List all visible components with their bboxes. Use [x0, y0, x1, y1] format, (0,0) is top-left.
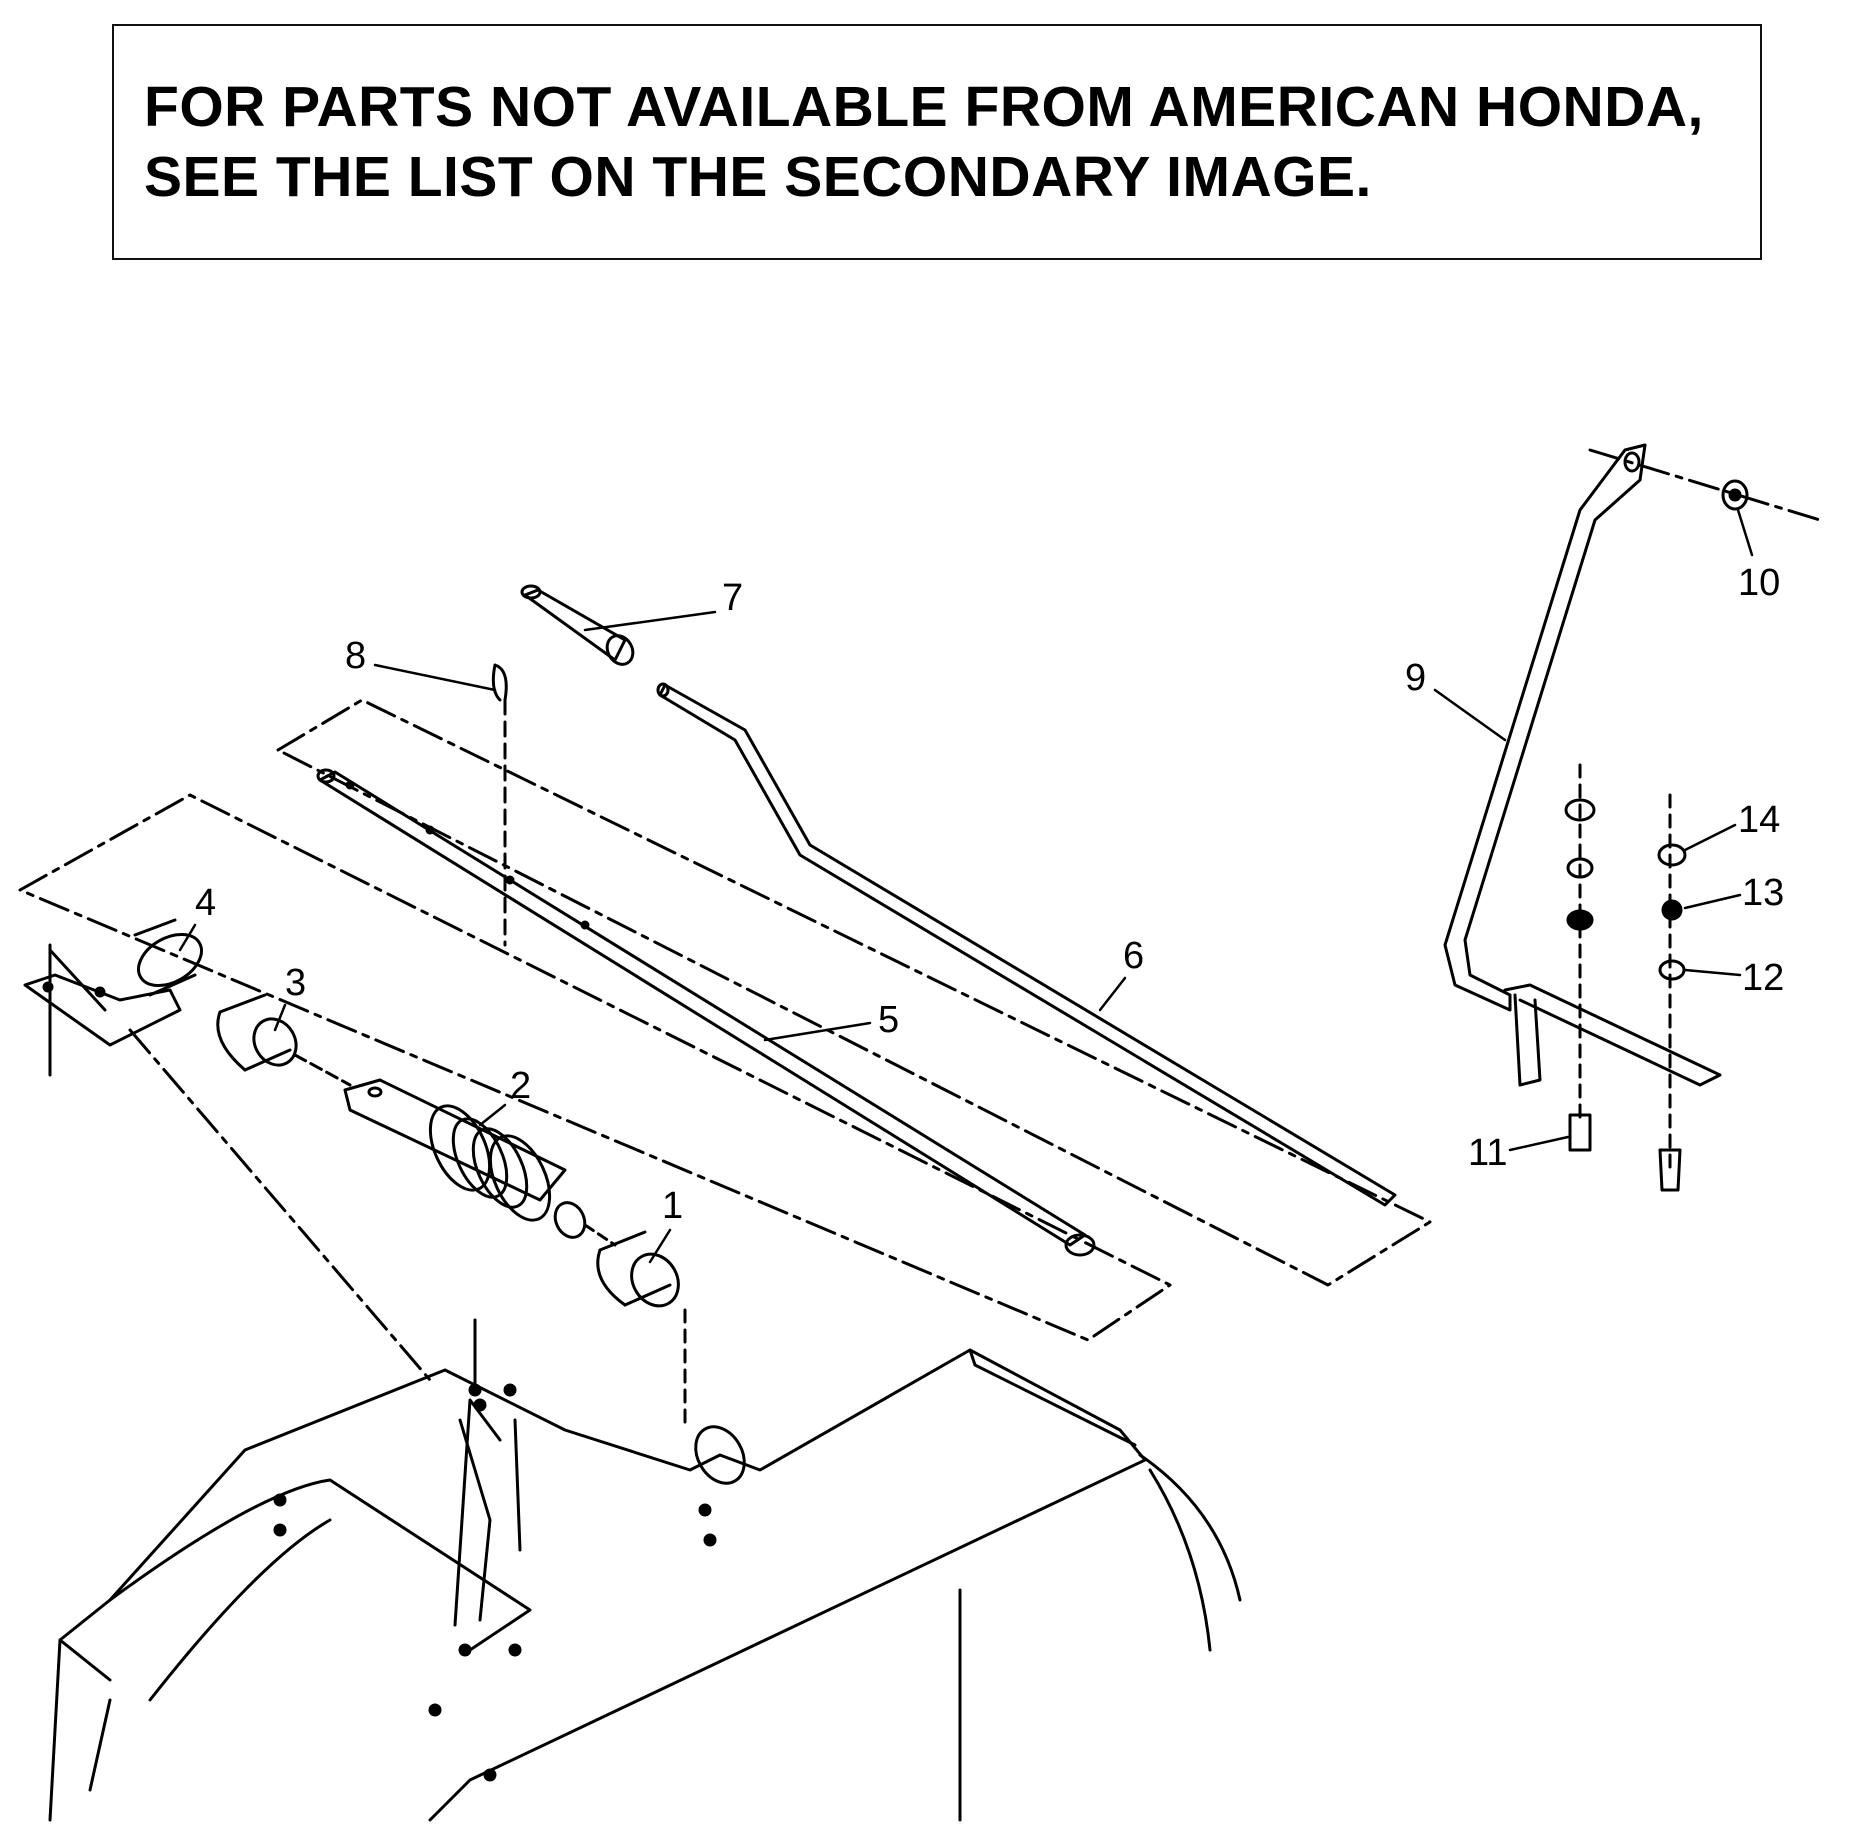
part-3-bushing [216, 993, 352, 1087]
part-10-nut [1721, 479, 1749, 511]
part-8-clip [491, 663, 508, 947]
callout-3: 3 [285, 962, 306, 1004]
callout-6: 6 [1123, 935, 1144, 977]
callout-1: 1 [662, 1185, 683, 1227]
part-2-spring-shaft [343, 1078, 617, 1247]
part-5-rod [316, 768, 1096, 1257]
rod-plane-outline [276, 698, 1432, 1287]
callout-13: 13 [1742, 872, 1784, 914]
callout-8: 8 [345, 635, 366, 677]
callout-4: 4 [195, 882, 216, 924]
callout-5: 5 [878, 999, 899, 1041]
mower-frame [48, 1318, 1242, 1822]
callout-9: 9 [1405, 657, 1426, 699]
callout-11: 11 [1468, 1132, 1507, 1174]
part-9-lever [1443, 443, 1822, 1087]
part-4-bracket [23, 918, 203, 1077]
notice-line-1: FOR PARTS NOT AVAILABLE FROM AMERICAN HO… [144, 75, 1704, 139]
part-6-bent-rod [656, 682, 1397, 1207]
parts-notice-box: FOR PARTS NOT AVAILABLE FROM AMERICAN HO… [112, 24, 1762, 260]
callout-7: 7 [722, 577, 743, 619]
leader-lines [178, 508, 1754, 1264]
callout-14: 14 [1738, 799, 1780, 841]
shaft-plane-outline [18, 793, 1172, 1342]
assembly-line-bracket [128, 1028, 432, 1382]
notice-line-2: SEE THE LIST ON THE SECONDARY IMAGE. [144, 145, 1372, 209]
callout-12: 12 [1742, 957, 1784, 999]
callout-10: 10 [1738, 562, 1780, 604]
part-7-grip [520, 584, 635, 666]
part-1-bushing [596, 1230, 687, 1432]
parts-11-14-fasteners [1564, 763, 1687, 1192]
callout-2: 2 [510, 1065, 531, 1107]
